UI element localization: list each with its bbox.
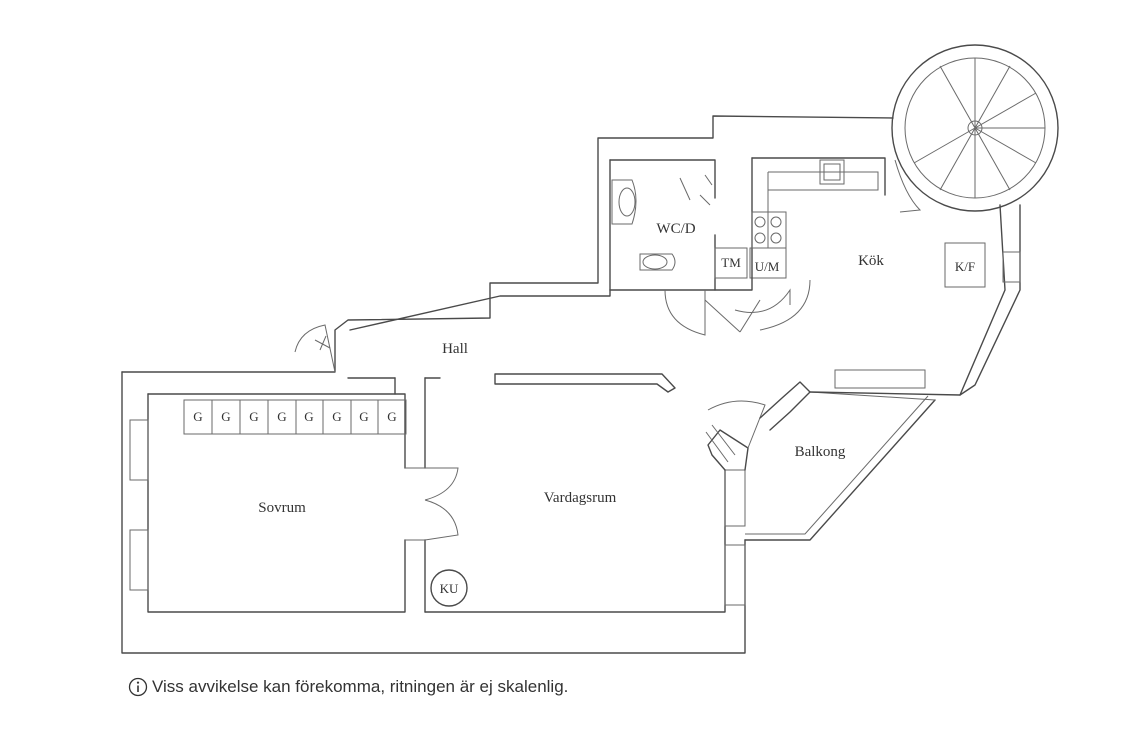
room-label-hall: Hall	[442, 341, 468, 357]
room-label-ku: KU	[440, 581, 459, 596]
living-diagonal-wall	[705, 381, 811, 471]
balcony-outline	[744, 391, 936, 541]
room-label-bedroom: Sovrum	[258, 500, 306, 516]
wardrobe-label: G	[359, 409, 368, 424]
wardrobe-label: G	[304, 409, 313, 424]
kitchen-walls	[704, 157, 1021, 396]
bedroom-windows	[129, 419, 746, 606]
wardrobe-label: G	[277, 409, 286, 424]
entry-door	[294, 324, 336, 373]
wardrobe-label: G	[332, 409, 341, 424]
room-label-wc: WC/D	[656, 221, 695, 237]
wardrobe-labels: G G G G G G G G	[193, 409, 396, 424]
room-label-living: Vardagsrum	[544, 490, 617, 506]
wardrobe-row	[183, 399, 407, 435]
ku-marker	[430, 569, 468, 607]
disclaimer-text: Viss avvikelse kan förekomma, ritningen …	[152, 677, 569, 696]
bedroom-double-door	[405, 467, 459, 541]
disclaimer: Viss avvikelse kan förekomma, ritningen …	[128, 674, 568, 700]
room-label-tm: TM	[721, 255, 741, 270]
wc-room	[609, 159, 716, 336]
wardrobe-label: G	[221, 409, 230, 424]
room-label-kitchen: Kök	[858, 253, 884, 269]
wardrobe-label: G	[193, 409, 202, 424]
wardrobe-label: G	[249, 409, 258, 424]
room-label-um: U/M	[755, 259, 780, 274]
spiral-staircase	[891, 44, 1059, 213]
info-icon	[128, 677, 148, 697]
wardrobe-label: G	[387, 409, 396, 424]
living-counter	[494, 373, 676, 393]
room-label-kf: K/F	[955, 259, 975, 274]
room-label-balcony: Balkong	[795, 444, 846, 460]
